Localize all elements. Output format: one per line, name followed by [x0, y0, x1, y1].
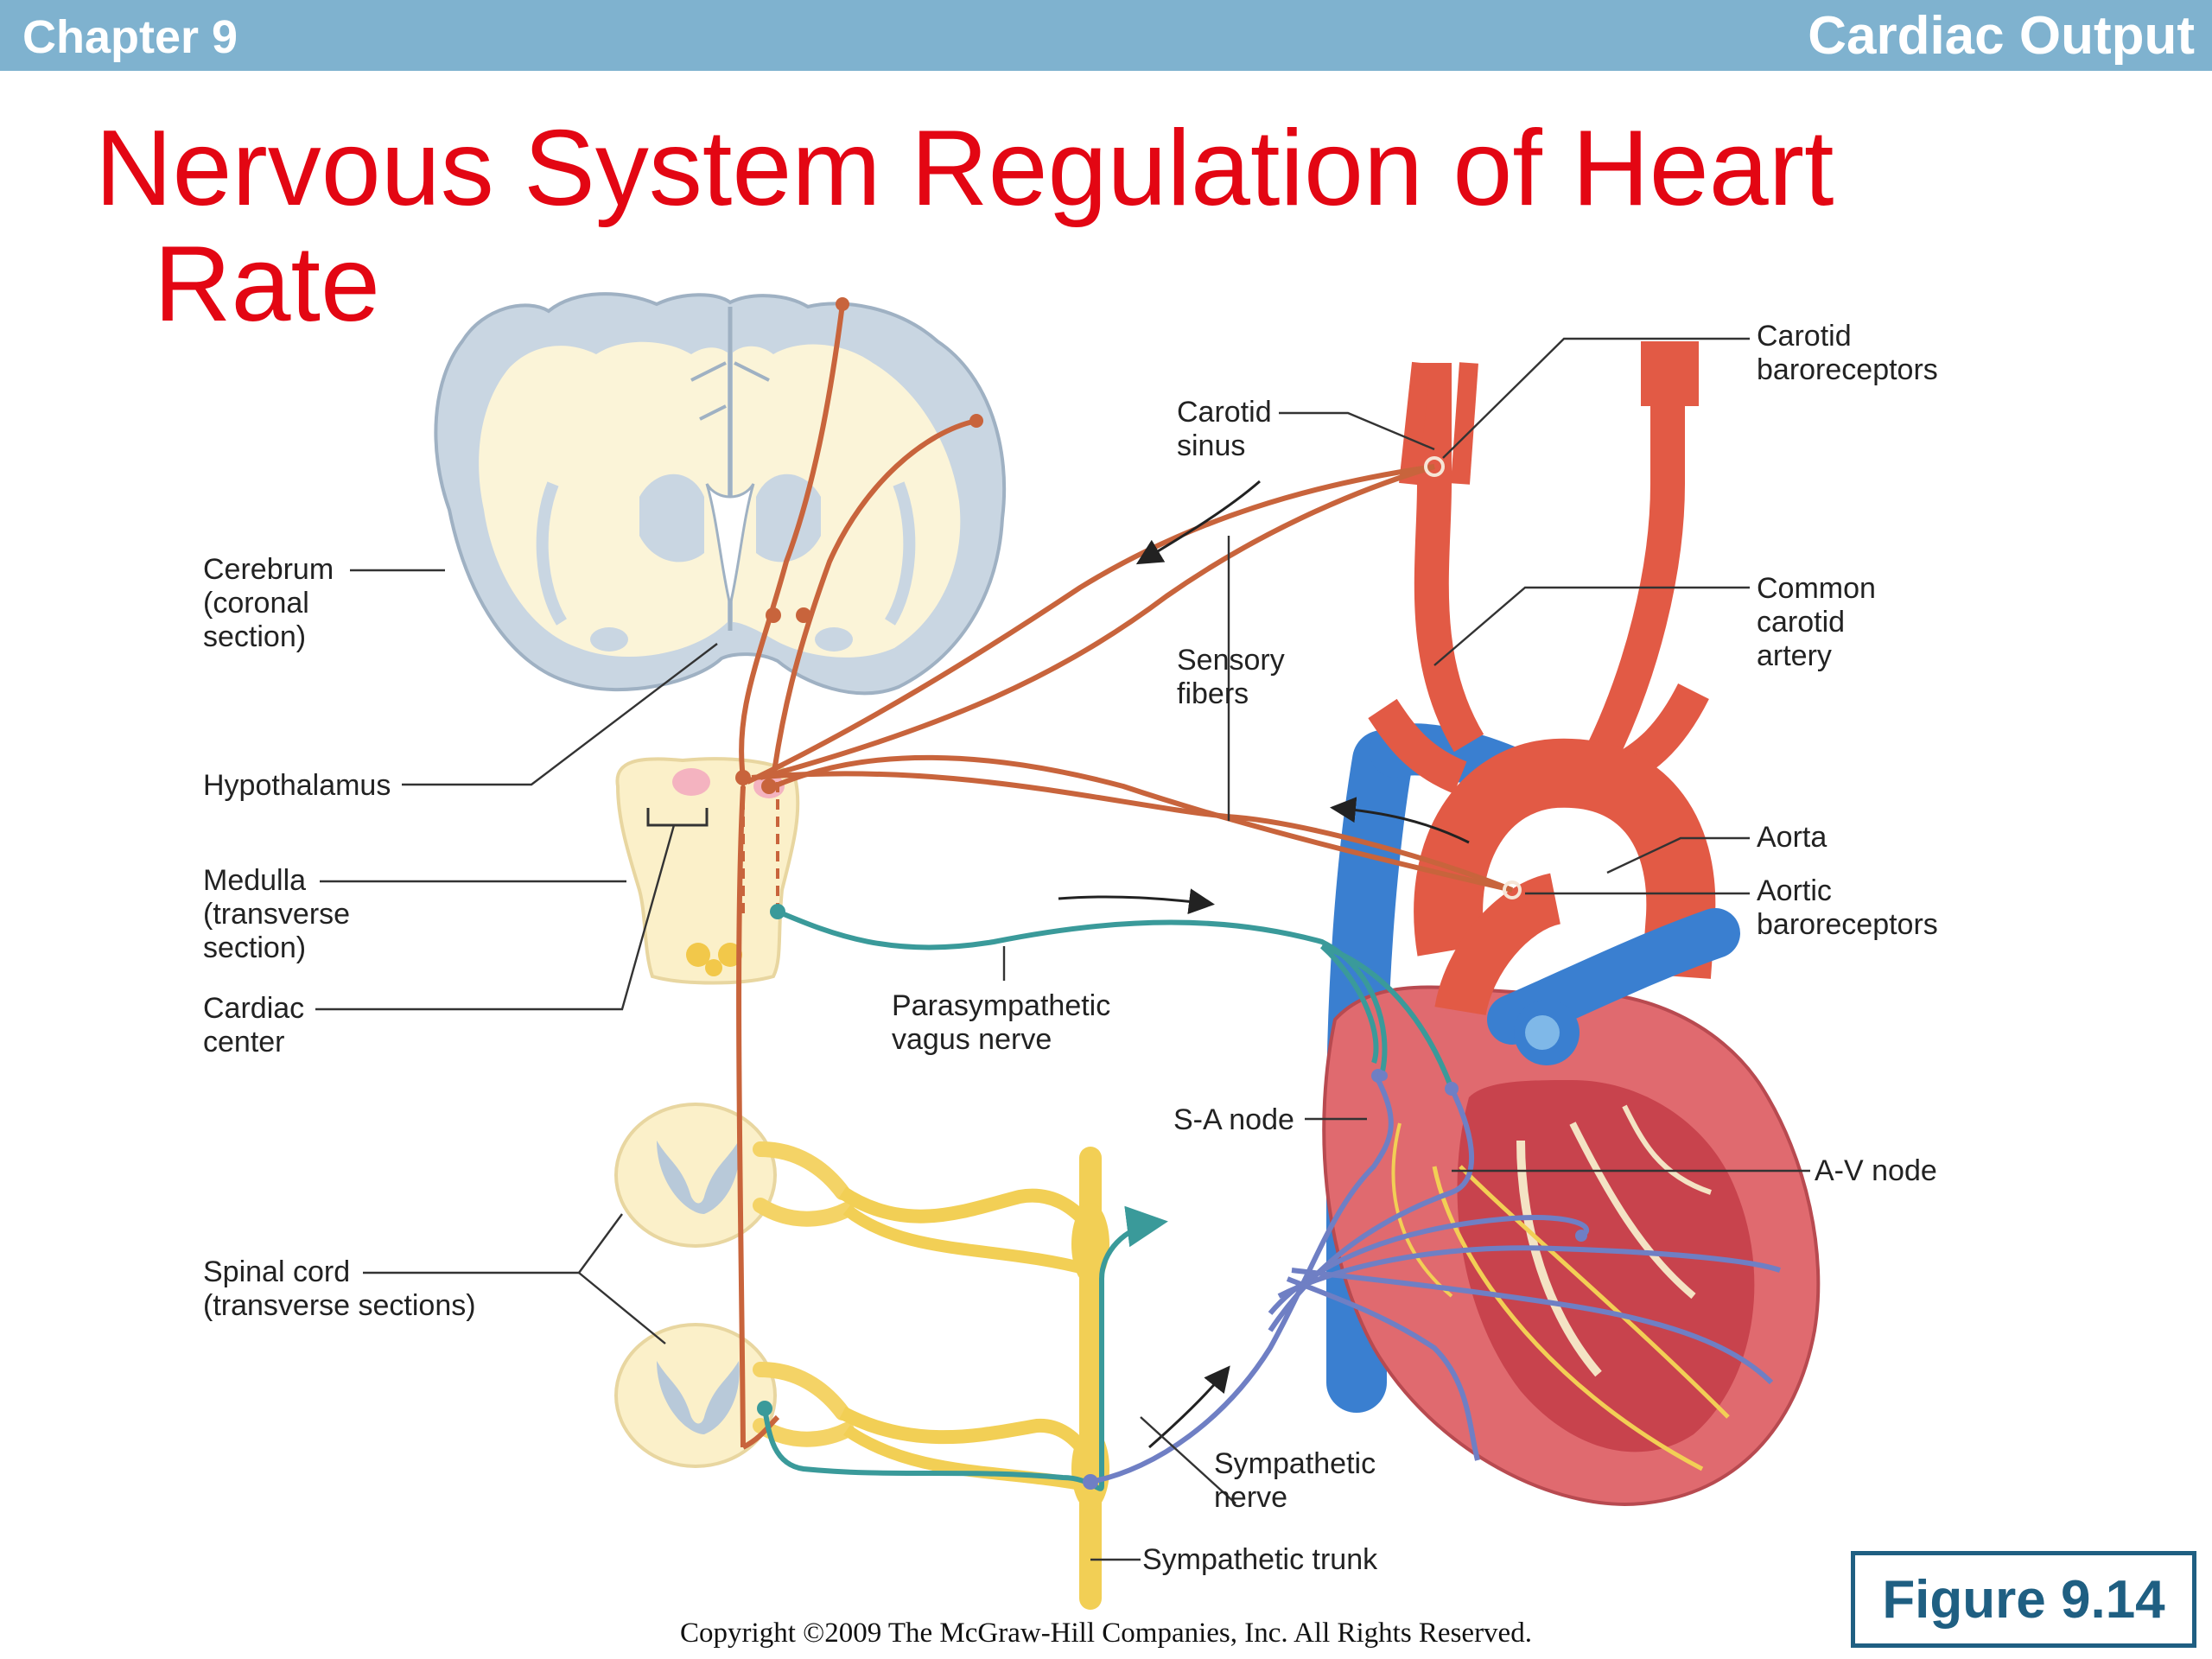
title-line-1: Nervous System Regulation of Heart: [95, 109, 1834, 228]
heart-illustration: [1322, 341, 1821, 1506]
label-carotid-baroreceptors: Carotid baroreceptors: [1757, 320, 1938, 386]
label-carotid-sinus: Carotid sinus: [1177, 396, 1280, 462]
figure-label: Figure 9.14: [1882, 1569, 2165, 1630]
label-hypothalamus: Hypothalamus: [203, 769, 391, 802]
label-aortic-baroreceptors: Aortic baroreceptors: [1757, 874, 1938, 941]
label-medulla: Medulla (transverse section): [203, 864, 359, 964]
label-spinal-cord: Spinal cord (transverse sections): [203, 1255, 476, 1322]
sympathetic-trunk-illustration: [838, 1147, 1109, 1610]
cardiac-nerve-endings: [1371, 1069, 1587, 1242]
label-cerebrum: Cerebrum (coronal section): [203, 553, 342, 653]
label-common-carotid-artery: Common carotid artery: [1757, 572, 1884, 672]
sensory-fiber-nodes: [735, 297, 1522, 899]
label-sympathetic-trunk: Sympathetic trunk: [1142, 1543, 1378, 1576]
title-line-2: Rate: [154, 225, 380, 344]
spinal-neuron-dot: [757, 1401, 772, 1416]
vagus-origin-dot: [770, 904, 785, 919]
sympathetic-origin-dot: [1083, 1474, 1098, 1490]
label-parasympathetic-vagus-nerve: Parasympathetic vagus nerve: [892, 989, 1119, 1056]
direction-arrows: [1058, 480, 1470, 1449]
parasympathetic-vagus-nerve-path: [762, 909, 1454, 1491]
label-aorta: Aorta: [1757, 821, 1827, 854]
label-cardiac-center: Cardiac center: [203, 992, 313, 1058]
diagram-labels: Cerebrum (coronal section) Hypothalamus …: [203, 320, 1938, 1576]
spinal-cord-lower: [614, 1323, 855, 1468]
copyright-notice: Copyright ©2009 The McGraw-Hill Companie…: [680, 1618, 1532, 1649]
section-title: Cardiac Output: [1808, 6, 2195, 66]
label-av-node: A-V node: [1815, 1154, 1937, 1187]
label-sympathetic-nerve: Sympathetic nerve: [1214, 1447, 1384, 1514]
cerebrum-illustration: [434, 292, 1007, 696]
sensory-fibers: [736, 303, 1514, 1450]
slide-title: Nervous System Regulation of Heart Rate: [95, 111, 1996, 342]
chapter-label: Chapter 9: [22, 11, 238, 63]
label-sa-node: S-A node: [1173, 1103, 1294, 1136]
figure-label-box: Figure 9.14: [1851, 1551, 2196, 1648]
header-bar: [0, 0, 2212, 71]
leader-lines: [315, 337, 1810, 1561]
sensory-fiber-dashes: [741, 782, 779, 916]
label-sensory-fibers: Sensory fibers: [1177, 644, 1293, 710]
medulla-illustration: [615, 757, 800, 985]
sympathetic-nerve-path: [1090, 1078, 1781, 1484]
spinal-cord-upper: [614, 1103, 855, 1248]
